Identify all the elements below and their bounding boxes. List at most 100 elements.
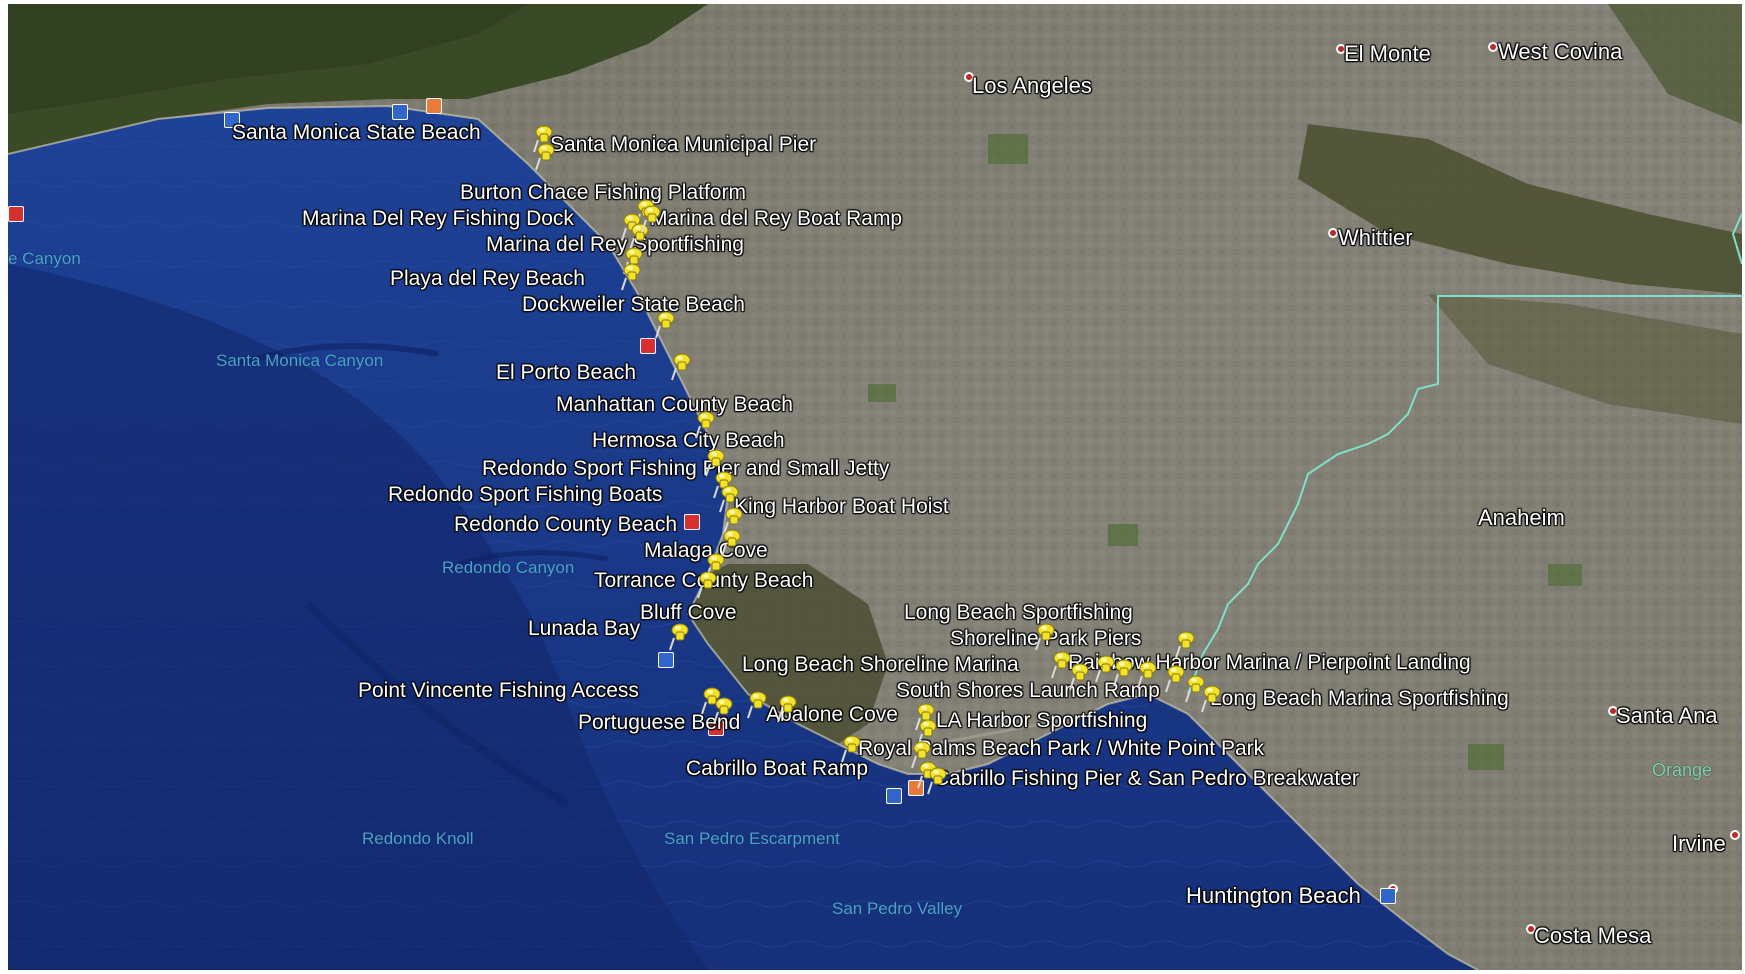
ocean-label-canyon-west: e Canyon (8, 249, 81, 268)
yellow-pushpin-icon[interactable] (712, 696, 734, 726)
blue-poi-icon[interactable] (392, 104, 408, 120)
blue-poi-icon[interactable] (886, 788, 902, 804)
placemark-label-marina-del-rey-boat-ramp[interactable]: Marina del Rey Boat Ramp (650, 207, 903, 230)
placemark-label-santa-monica-municipal-pier[interactable]: Santa Monica Municipal Pier (550, 133, 817, 156)
satellite-base-layer (8, 4, 1742, 970)
yellow-pushpin-icon[interactable] (1068, 662, 1090, 692)
yellow-pushpin-icon[interactable] (668, 622, 690, 652)
placemark-label-marina-del-rey-fishing-dock[interactable]: Marina Del Rey Fishing Dock (302, 207, 574, 230)
placemark-label-cabrillo-fishing-pier[interactable]: Cabrillo Fishing Pier & San Pedro Breakw… (934, 767, 1359, 790)
placemark-label-lunada-bay[interactable]: Lunada Bay (528, 617, 641, 640)
yellow-pushpin-icon[interactable] (926, 766, 948, 796)
blue-poi-icon[interactable] (1380, 888, 1396, 904)
placemark-label-cabrillo-boat-ramp[interactable]: Cabrillo Boat Ramp (686, 757, 869, 780)
yellow-pushpin-icon[interactable] (620, 212, 642, 242)
red-poi-icon[interactable] (640, 338, 656, 354)
coastline (8, 104, 1479, 970)
yellow-pushpin-icon[interactable] (620, 262, 642, 292)
placemark-label-burton-chace-fishing-platform[interactable]: Burton Chace Fishing Platform (460, 181, 746, 204)
yellow-pushpin-icon[interactable] (1050, 650, 1072, 680)
city-label-costa-mesa[interactable]: Costa Mesa (1534, 923, 1652, 948)
ocean-label-san-pedro-escarpment: San Pedro Escarpment (664, 829, 840, 848)
yellow-pushpin-icon[interactable] (712, 470, 734, 500)
city-label-anaheim[interactable]: Anaheim (1478, 505, 1565, 530)
placemark-label-dockweiler-state-beach[interactable]: Dockweiler State Beach (522, 293, 745, 316)
yellow-pushpin-icon[interactable] (704, 448, 726, 478)
placemark-label-abalone-cove[interactable]: Abalone Cove (766, 703, 898, 726)
yellow-pushpin-icon[interactable] (1136, 660, 1158, 690)
yellow-pushpin-icon[interactable] (718, 484, 740, 514)
yellow-pushpin-icon[interactable] (640, 204, 662, 234)
placemark-label-south-shores-launch-ramp[interactable]: South Shores Launch Ramp (896, 679, 1160, 702)
yellow-pushpin-icon[interactable] (910, 740, 932, 770)
map-view[interactable]: e Canyon Santa Monica Canyon Redondo Can… (8, 4, 1742, 970)
yellow-pushpin-icon[interactable] (696, 570, 718, 600)
yellow-pushpin-icon[interactable] (722, 506, 744, 536)
yellow-pushpin-icon[interactable] (746, 690, 768, 720)
city-label-west-covina[interactable]: West Covina (1498, 39, 1623, 64)
red-dot-icon (1526, 924, 1536, 934)
city-label-el-monte[interactable]: El Monte (1344, 41, 1431, 66)
placemark-label-royal-palms-beach-park[interactable]: Royal Palms Beach Park / White Point Par… (858, 737, 1265, 760)
yellow-pushpin-icon[interactable] (1174, 630, 1196, 660)
yellow-pushpin-icon[interactable] (534, 142, 556, 172)
placemark-label-malaga-cove[interactable]: Malaga Cove (644, 539, 768, 562)
placemark-label-redondo-sport-fishing-pier[interactable]: Redondo Sport Fishing Pier and Small Jet… (482, 457, 890, 480)
yellow-pushpin-icon[interactable] (1034, 622, 1056, 652)
city-label-santa-ana[interactable]: Santa Ana (1616, 703, 1718, 728)
placemark-label-long-beach-marina-sportfishing[interactable]: Long Beach Marina Sportfishing (1210, 687, 1509, 710)
placemark-label-manhattan-county-beach[interactable]: Manhattan County Beach (556, 393, 793, 416)
placemark-label-long-beach-sportfishing[interactable]: Long Beach Sportfishing (904, 601, 1133, 624)
placemark-label-rainbow-harbor-marina[interactable]: Rainbow Harbor Marina / Pierpoint Landin… (1068, 651, 1471, 674)
yellow-pushpin-icon[interactable] (1094, 654, 1116, 684)
placemark-label-point-vincente-fishing-access[interactable]: Point Vincente Fishing Access (358, 679, 639, 702)
yellow-pushpin-icon[interactable] (1184, 674, 1206, 704)
placemark-label-playa-del-rey-beach[interactable]: Playa del Rey Beach (390, 267, 585, 290)
yellow-pushpin-icon[interactable] (1164, 664, 1186, 694)
placemark-label-bluff-cove[interactable]: Bluff Cove (640, 601, 737, 624)
city-label-huntington-beach[interactable]: Huntington Beach (1186, 883, 1361, 908)
yellow-pushpin-icon[interactable] (532, 124, 554, 154)
placemark-label-marina-del-rey-sportfishing[interactable]: Marina del Rey Sportfishing (486, 233, 744, 256)
blue-poi-icon[interactable] (658, 652, 674, 668)
red-dot-icon (1488, 42, 1498, 52)
yellow-pushpin-icon[interactable] (670, 352, 692, 382)
red-poi-icon[interactable] (684, 514, 700, 530)
yellow-pushpin-icon[interactable] (700, 686, 722, 716)
yellow-pushpin-icon[interactable] (1112, 658, 1134, 688)
placemark-label-hermosa-city-beach[interactable]: Hermosa City Beach (592, 429, 785, 452)
ocean-label-san-pedro-valley: San Pedro Valley (832, 899, 963, 918)
ocean-label-redondo-canyon: Redondo Canyon (442, 558, 575, 577)
placemark-label-redondo-sport-fishing-boats[interactable]: Redondo Sport Fishing Boats (388, 483, 663, 506)
yellow-pushpin-icon[interactable] (694, 410, 716, 440)
red-dot-icon (1730, 830, 1740, 840)
placemark-label-king-harbor-boat-hoist[interactable]: King Harbor Boat Hoist (734, 495, 949, 518)
yellow-pushpin-icon[interactable] (622, 246, 644, 276)
yellow-pushpin-icon[interactable] (776, 694, 798, 724)
yellow-pushpin-icon[interactable] (720, 528, 742, 558)
yellow-pushpin-icon[interactable] (1200, 684, 1222, 714)
city-label-whittier[interactable]: Whittier (1338, 225, 1413, 250)
county-boundary (1187, 295, 1742, 695)
blue-poi-icon[interactable] (224, 112, 240, 128)
yellow-pushpin-icon[interactable] (654, 310, 676, 340)
red-poi-icon[interactable] (8, 206, 24, 222)
placemark-label-la-harbor-sportfishing[interactable]: LA Harbor Sportfishing (936, 709, 1148, 732)
ocean-label-redondo-knoll: Redondo Knoll (362, 829, 474, 848)
placemark-label-portuguese-bend[interactable]: Portuguese Bend (578, 711, 741, 734)
puente-hills (1298, 124, 1742, 294)
santa-monica-canyon-feature (237, 343, 439, 367)
placemark-label-long-beach-shoreline-marina[interactable]: Long Beach Shoreline Marina (742, 653, 1019, 676)
yellow-pushpin-icon[interactable] (840, 734, 862, 764)
yellow-pushpin-icon[interactable] (914, 702, 936, 732)
red-dot-icon (1328, 228, 1338, 238)
ocean-label-santa-monica-canyon: Santa Monica Canyon (216, 351, 384, 370)
city-label-irvine[interactable]: Irvine (1672, 831, 1726, 856)
red-dot-icon (1336, 44, 1346, 54)
placemark-label-el-porto-beach[interactable]: El Porto Beach (496, 361, 637, 384)
orange-poi-icon[interactable] (426, 98, 442, 114)
city-label-los-angeles[interactable]: Los Angeles (972, 73, 1092, 98)
placemark-label-redondo-county-beach[interactable]: Redondo County Beach (454, 513, 677, 536)
red-dot-icon (964, 72, 974, 82)
placemark-label-santa-monica-state-beach[interactable]: Santa Monica State Beach (232, 121, 481, 144)
